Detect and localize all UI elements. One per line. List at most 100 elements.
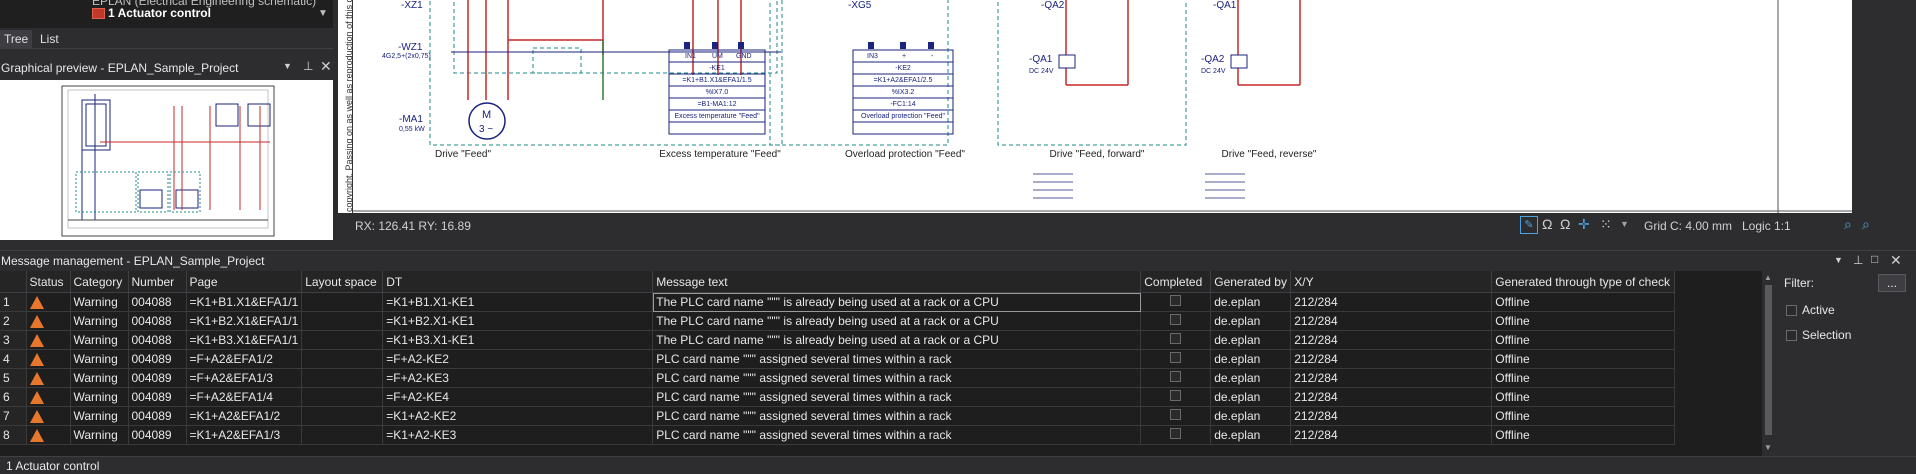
row-number[interactable]: 8 — [0, 425, 27, 445]
close-icon[interactable]: ✕ — [320, 58, 332, 74]
message-text-cell[interactable]: PLC card name '""' assigned several time… — [652, 425, 1142, 445]
message-grid[interactable]: Status Category Number Page Layout space… — [0, 271, 1775, 456]
col-page[interactable]: Page — [186, 271, 303, 293]
completed-checkbox[interactable] — [1170, 295, 1182, 306]
status-cell[interactable] — [26, 311, 71, 331]
xy-cell[interactable]: 212/284 — [1290, 368, 1493, 388]
col-message-text[interactable]: Message text — [652, 271, 1142, 293]
message-text-cell[interactable]: PLC card name '""' assigned several time… — [652, 349, 1142, 369]
dt-cell[interactable]: =K1+A2-KE2 — [382, 406, 654, 426]
col-generated-by[interactable]: Generated by — [1210, 271, 1292, 293]
col-layout-space[interactable]: Layout space — [301, 271, 384, 293]
generated-by-cell[interactable]: de.eplan — [1210, 330, 1292, 350]
row-number[interactable]: 2 — [0, 311, 27, 331]
page-cell[interactable]: =F+A2&EFA1/4 — [186, 387, 303, 407]
mm-dropdown-icon[interactable]: ▼ — [1834, 255, 1843, 265]
status-cell[interactable] — [26, 349, 71, 369]
dt-cell[interactable]: =K1+A2-KE3 — [382, 425, 654, 445]
row-number[interactable]: 7 — [0, 406, 27, 426]
completed-cell[interactable] — [1140, 311, 1212, 331]
tree-item-partial[interactable]: EPLAN (Electrical Engineering schematic) — [92, 0, 317, 8]
layout-space-cell[interactable] — [301, 425, 384, 445]
row-number[interactable]: 6 — [0, 387, 27, 407]
zoom-out-icon[interactable]: ⌕ — [1862, 216, 1870, 232]
xy-cell[interactable]: 212/284 — [1290, 292, 1493, 312]
check-type-cell[interactable]: Offline — [1491, 292, 1676, 312]
page-cell[interactable]: =K1+A2&EFA1/3 — [186, 425, 303, 445]
scroll-down-icon[interactable]: ▼ — [1764, 443, 1772, 452]
active-checkbox[interactable] — [1786, 305, 1797, 319]
completed-cell[interactable] — [1140, 349, 1212, 369]
message-text-cell[interactable]: PLC card name '""' assigned several time… — [652, 387, 1142, 407]
check-type-cell[interactable]: Offline — [1491, 368, 1676, 388]
status-cell[interactable] — [26, 330, 71, 350]
layout-space-cell[interactable] — [301, 292, 384, 312]
status-cell[interactable] — [26, 387, 71, 407]
dt-cell[interactable]: =F+A2-KE3 — [382, 368, 654, 388]
category-cell[interactable]: Warning — [70, 349, 129, 369]
number-cell[interactable]: 004089 — [128, 406, 187, 426]
filter-browse-button[interactable]: ... — [1878, 274, 1906, 292]
input-mode-icon[interactable]: ✎ — [1520, 216, 1538, 234]
col-xy[interactable]: X/Y — [1290, 271, 1493, 293]
layout-space-cell[interactable] — [301, 368, 384, 388]
check-type-cell[interactable]: Offline — [1491, 349, 1676, 369]
category-cell[interactable]: Warning — [70, 330, 129, 350]
check-type-cell[interactable]: Offline — [1491, 330, 1676, 350]
layout-space-cell[interactable] — [301, 349, 384, 369]
tab-tree[interactable]: Tree — [0, 30, 33, 48]
number-cell[interactable]: 004089 — [128, 387, 187, 407]
col-check-type[interactable]: Generated through type of check — [1491, 271, 1676, 293]
generated-by-cell[interactable]: de.eplan — [1210, 349, 1292, 369]
generated-by-cell[interactable]: de.eplan — [1210, 406, 1292, 426]
completed-cell[interactable] — [1140, 387, 1212, 407]
dt-cell[interactable]: =K1+B3.X1-KE1 — [382, 330, 654, 350]
col-status[interactable]: Status — [26, 271, 71, 293]
vertical-scrollbar[interactable]: ▲ ▼ — [1762, 271, 1775, 456]
grid-icon[interactable]: ⁙ — [1600, 216, 1612, 232]
col-category[interactable]: Category — [70, 271, 129, 293]
completed-checkbox[interactable] — [1170, 314, 1182, 325]
xy-cell[interactable]: 212/284 — [1290, 387, 1493, 407]
col-dt[interactable]: DT — [382, 271, 654, 293]
page-cell[interactable]: =K1+B1.X1&EFA1/1 — [186, 292, 303, 312]
dt-cell[interactable]: =F+A2-KE4 — [382, 387, 654, 407]
dt-cell[interactable]: =K1+B1.X1-KE1 — [382, 292, 654, 312]
message-text-cell[interactable]: PLC card name '""' assigned several time… — [652, 406, 1142, 426]
generated-by-cell[interactable]: de.eplan — [1210, 387, 1292, 407]
tab-list[interactable]: List — [40, 32, 59, 46]
col-completed[interactable]: Completed — [1140, 271, 1212, 293]
category-cell[interactable]: Warning — [70, 311, 129, 331]
completed-checkbox[interactable] — [1170, 390, 1182, 401]
layout-space-cell[interactable] — [301, 387, 384, 407]
tree-scroll-down-icon[interactable]: ▼ — [318, 8, 328, 19]
number-cell[interactable]: 004088 — [128, 330, 187, 350]
status-cell[interactable] — [26, 368, 71, 388]
selection-checkbox[interactable] — [1786, 330, 1797, 344]
row-number[interactable]: 4 — [0, 349, 27, 369]
dropdown-icon[interactable]: ▼ — [283, 61, 292, 71]
category-cell[interactable]: Warning — [70, 368, 129, 388]
status-cell[interactable] — [26, 406, 71, 426]
page-cell[interactable]: =K1+B2.X1&EFA1/1 — [186, 311, 303, 331]
xy-cell[interactable]: 212/284 — [1290, 406, 1493, 426]
message-text-cell[interactable]: The PLC card name '""' is already being … — [652, 330, 1142, 350]
completed-checkbox[interactable] — [1170, 352, 1182, 363]
status-cell[interactable] — [26, 292, 71, 312]
tree-item-selected[interactable]: 1 Actuator control — [108, 6, 211, 20]
completed-checkbox[interactable] — [1170, 428, 1182, 439]
page-cell[interactable]: =K1+B3.X1&EFA1/1 — [186, 330, 303, 350]
layout-space-cell[interactable] — [301, 330, 384, 350]
completed-cell[interactable] — [1140, 292, 1212, 312]
snap-icon[interactable]: Ω — [1542, 216, 1553, 232]
scroll-up-icon[interactable]: ▲ — [1764, 273, 1772, 282]
layout-space-cell[interactable] — [301, 311, 384, 331]
xy-cell[interactable]: 212/284 — [1290, 349, 1493, 369]
completed-cell[interactable] — [1140, 425, 1212, 445]
